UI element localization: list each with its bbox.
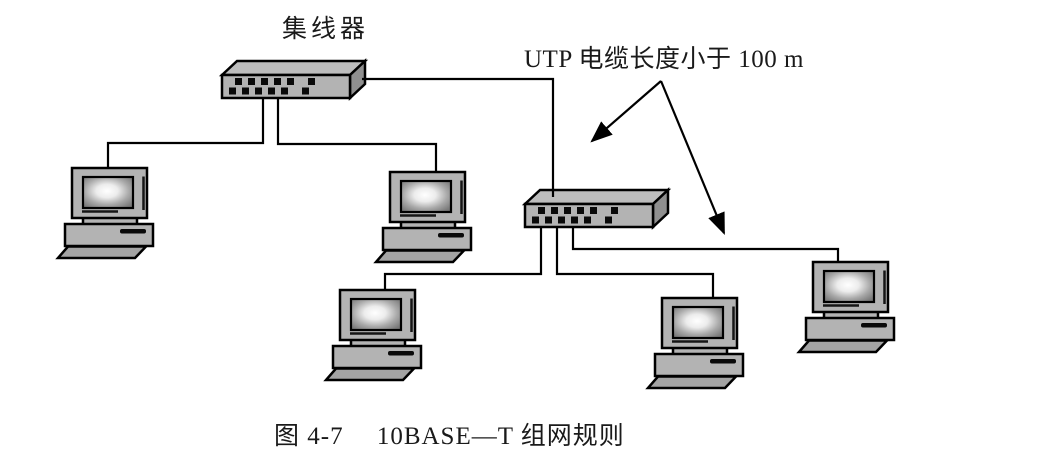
cable-hub1-pc1: [106, 98, 265, 170]
computer-icon-3: [324, 288, 423, 382]
computer-icon-4: [646, 296, 745, 390]
utp-cable-note: UTP 电缆长度小于 100 m: [524, 46, 804, 73]
cable-hub2-pc5: [571, 227, 840, 262]
hub-icon-1: [220, 59, 367, 100]
hub-label: 集线器: [282, 16, 370, 43]
computer-icon-2: [374, 170, 473, 264]
utp-arrow-right: [659, 80, 726, 236]
hub-icon-2: [523, 188, 670, 229]
cable-hub2-pc4: [555, 227, 715, 298]
computer-icon-5: [797, 260, 896, 354]
cable-hub1-hub2: [362, 77, 555, 197]
cable-hub1-pc2: [276, 98, 438, 172]
utp-arrow-left: [590, 80, 662, 143]
cable-hub2-pc3: [383, 227, 543, 290]
computer-icon-1: [56, 166, 155, 260]
figure-caption: 图 4-7 10BASE—T 组网规则: [274, 423, 625, 450]
